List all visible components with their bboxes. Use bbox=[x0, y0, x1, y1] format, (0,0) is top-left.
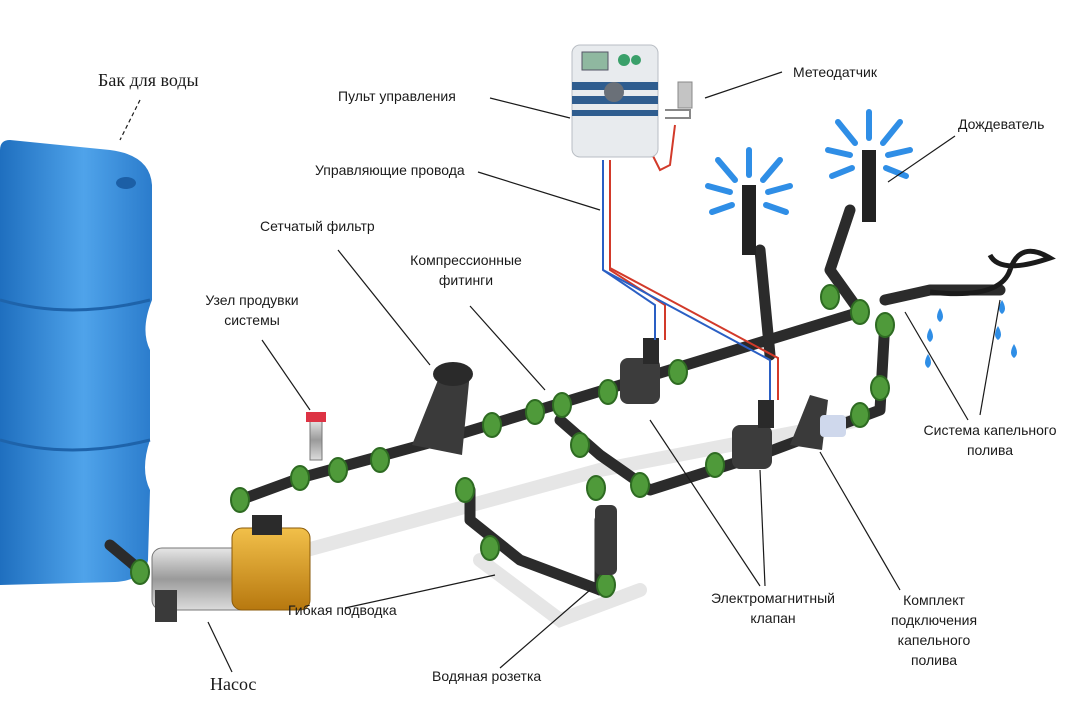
label-weather-sensor: Метеодатчик bbox=[793, 64, 877, 80]
water-tank bbox=[0, 140, 152, 585]
water-outlet bbox=[595, 505, 617, 575]
solenoid-valve-1 bbox=[620, 338, 660, 404]
pump bbox=[151, 515, 311, 622]
label-drip-kit-line4: полива bbox=[910, 652, 958, 668]
label-purge-unit-line1: Узел продувки bbox=[205, 292, 299, 308]
drip-drops bbox=[925, 300, 1017, 368]
drip-line bbox=[929, 248, 1056, 297]
label-compression-fittings-line2: фитинги bbox=[438, 272, 494, 288]
label-drip-kit-line2: подключения bbox=[890, 612, 978, 628]
label-drip-kit-line1: Комплект bbox=[903, 592, 965, 608]
label-purge-unit: Узел продувки системы bbox=[198, 290, 306, 330]
purge-unit bbox=[306, 412, 326, 461]
label-drip-system: Система капельного полива bbox=[916, 420, 1064, 460]
label-drip-kit: Комплект подключения капельного полива bbox=[876, 590, 992, 670]
label-compression-fittings: Компрессионные фитинги bbox=[404, 250, 528, 290]
label-pump: Насос bbox=[210, 674, 257, 694]
label-mesh-filter: Сетчатый фильтр bbox=[260, 218, 375, 234]
label-drip-system-line1: Система капельного bbox=[923, 422, 1057, 438]
label-flexible-hose: Гибкая подводка bbox=[288, 602, 397, 618]
label-sprinkler: Дождеватель bbox=[958, 116, 1045, 132]
solenoid-valve-2 bbox=[732, 400, 774, 469]
label-drip-kit-line3: капельного bbox=[897, 632, 971, 648]
label-compression-fittings-line1: Компрессионные bbox=[410, 252, 522, 268]
label-solenoid-valve: Электромагнитный клапан bbox=[700, 588, 846, 628]
controller-unit bbox=[571, 44, 659, 158]
mesh-filter bbox=[412, 362, 473, 455]
label-purge-unit-line2: системы bbox=[224, 312, 280, 328]
label-controller: Пульт управления bbox=[338, 88, 456, 104]
control-wires bbox=[602, 124, 779, 400]
label-water-outlet: Водяная розетка bbox=[432, 668, 542, 684]
sprinkler-1 bbox=[705, 147, 793, 255]
sprinkler-2 bbox=[825, 109, 913, 222]
label-solenoid-valve-line2: клапан bbox=[750, 610, 796, 626]
leader-lines bbox=[119, 71, 1001, 673]
label-drip-system-line2: полива bbox=[966, 442, 1014, 458]
mesh-filter-2 bbox=[790, 395, 846, 450]
weather-sensor bbox=[665, 81, 693, 119]
label-tank: Бак для воды bbox=[98, 70, 199, 90]
label-solenoid-valve-line1: Электромагнитный bbox=[711, 590, 835, 606]
pipe-shadow bbox=[263, 413, 867, 628]
compression-fittings bbox=[130, 284, 895, 598]
label-control-wires: Управляющие провода bbox=[315, 162, 465, 178]
